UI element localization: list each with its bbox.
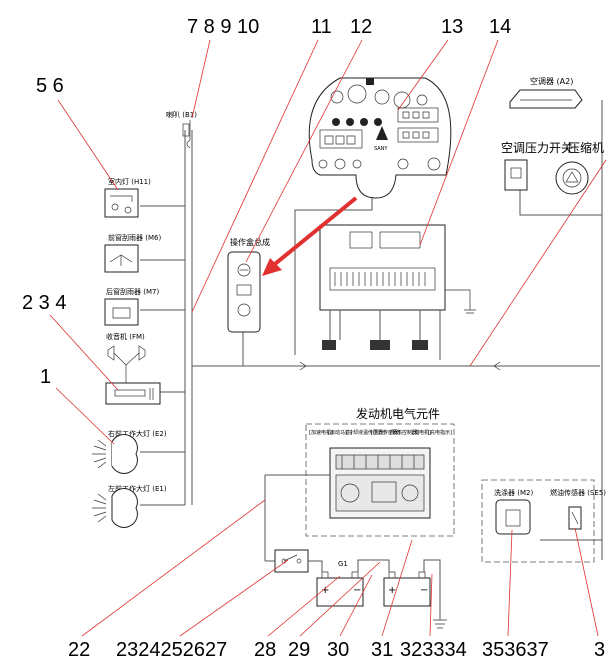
- air-conditioner: 空调器 (A2): [509, 76, 583, 109]
- horn-label: 喇叭 (B1): [166, 110, 197, 119]
- control-box-label: 操作盒总成: [230, 237, 270, 247]
- front-wiper: 前窗刮雨器 (M6): [104, 233, 161, 273]
- svg-text:+: +: [321, 585, 329, 596]
- front-wiper-label: 前窗刮雨器 (M6): [108, 233, 161, 242]
- callout-2-3-4: 2 3 4: [22, 292, 66, 314]
- callout-14: 14: [489, 16, 511, 38]
- engine-sub-5: [发电机]: [412, 429, 431, 436]
- ac-pressure-switch: 空调压力开关: [501, 141, 573, 191]
- engine-sub-2: [冷却液温传感器]: [346, 429, 385, 436]
- compressor: 压缩机: [555, 140, 604, 195]
- callout-3: 3: [594, 639, 605, 661]
- control-box: 操作盒总成: [227, 237, 270, 333]
- engine-sub-3: [压力传感器]: [371, 429, 400, 436]
- svg-text:−: −: [420, 585, 428, 596]
- callout-28: 28: [254, 639, 276, 661]
- battery-label: G1: [338, 560, 348, 568]
- callout-30: 30: [327, 639, 349, 661]
- engine-sub-0: [加速电机]: [309, 429, 333, 436]
- interior-light: 室内灯 (H11): [104, 177, 151, 218]
- right-work-light: 右前工作大灯 (E2): [92, 429, 167, 474]
- callout-13: 13: [441, 16, 463, 38]
- svg-text:+: +: [388, 585, 396, 596]
- horn: 喇叭 (B1): [166, 110, 197, 149]
- callout-35-37: 353637: [482, 639, 549, 661]
- ac-label: 空调器 (A2): [530, 76, 573, 86]
- engine-group: 发动机电气元件 [加速电机] [启动马达] [冷却液温传感器] [压力传感器] …: [305, 406, 455, 537]
- radio-label: 收音机 (FM): [106, 332, 145, 341]
- main-harness: [140, 100, 603, 560]
- controller-box: [319, 224, 476, 360]
- svg-text:−: −: [353, 585, 361, 596]
- compressor-label: 压缩机: [568, 140, 604, 155]
- instrument-panel: SANY: [308, 77, 452, 199]
- engine-sub-1: [启动马达]: [328, 429, 352, 436]
- panel-brand: SANY: [374, 146, 388, 152]
- fuel-sensor: 燃油传感器 (SE5): [550, 488, 606, 530]
- rear-wiper: 后窗刮雨器 (M7): [104, 287, 159, 326]
- right-work-light-label: 右前工作大灯 (E2): [108, 429, 167, 438]
- callout-12: 12: [350, 16, 372, 38]
- leader-lines: [49, 39, 607, 637]
- callout-22: 22: [68, 639, 90, 661]
- callout-23-27: 2324252627: [116, 639, 227, 661]
- ac-pressure-switch-label: 空调压力开关: [501, 141, 573, 155]
- callout-1: 1: [40, 366, 51, 388]
- callout-7-8-9-10: 7 8 9 10: [187, 16, 259, 38]
- engine-sub-6: [充电指示]: [428, 429, 452, 436]
- washer: 洗涤器 (M2): [481, 479, 595, 563]
- left-work-light-label: 左前工作大灯 (E1): [108, 484, 167, 493]
- washer-label: 洗涤器 (M2): [494, 488, 533, 497]
- engine-title: 发动机电气元件: [356, 406, 440, 421]
- callout-5-6: 5 6: [36, 75, 64, 97]
- callout-29: 29: [288, 639, 310, 661]
- engine-sub-4: [预热控制器]: [390, 429, 419, 436]
- callout-31: 31: [371, 639, 393, 661]
- battery-group: G1 + − + −: [264, 474, 447, 629]
- callout-32-34: 323334: [400, 639, 467, 661]
- rear-wiper-label: 后窗刮雨器 (M7): [106, 287, 159, 296]
- fuel-sensor-label: 燃油传感器 (SE5): [550, 488, 606, 497]
- radio: 收音机 (FM): [105, 332, 161, 405]
- callout-11: 11: [311, 16, 332, 38]
- left-work-light: 左前工作大灯 (E1): [92, 484, 167, 528]
- interior-light-label: 室内灯 (H11): [108, 177, 151, 186]
